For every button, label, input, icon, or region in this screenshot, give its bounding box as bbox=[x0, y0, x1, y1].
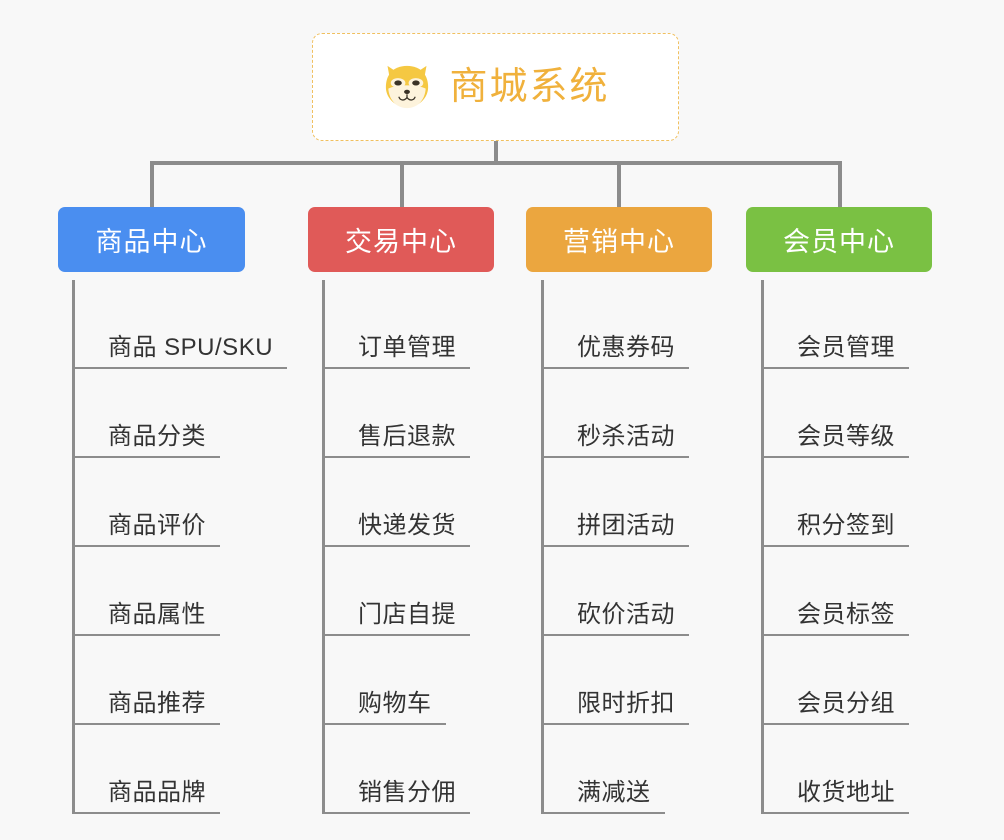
leaf-label: 满减送 bbox=[577, 778, 651, 806]
leaf-label: 拼团活动 bbox=[577, 511, 675, 539]
connector-drop-2 bbox=[400, 161, 404, 207]
leaf-label: 会员管理 bbox=[797, 333, 895, 361]
connector-drop-4 bbox=[838, 161, 842, 207]
leaf-item[interactable]: 优惠券码 bbox=[541, 280, 689, 369]
leaf-item[interactable]: 拼团活动 bbox=[541, 458, 689, 547]
leaf-item[interactable]: 商品评价 bbox=[72, 458, 220, 547]
leaf-label: 收货地址 bbox=[797, 778, 895, 806]
leaf-item[interactable]: 商品 SPU/SKU bbox=[72, 280, 288, 369]
leaf-item[interactable]: 收货地址 bbox=[761, 725, 909, 814]
leaf-rail-3 bbox=[541, 280, 544, 814]
leaf-item[interactable]: 限时折扣 bbox=[541, 636, 689, 725]
leaf-label: 销售分佣 bbox=[358, 778, 456, 806]
leaf-item[interactable]: 满减送 bbox=[541, 725, 665, 814]
leaf-label: 优惠券码 bbox=[577, 333, 675, 361]
leaf-rail-2 bbox=[322, 280, 325, 814]
leaf-item[interactable]: 会员等级 bbox=[761, 369, 909, 458]
connector-drop-1 bbox=[150, 161, 154, 207]
leaf-item[interactable]: 秒杀活动 bbox=[541, 369, 689, 458]
leaf-label: 售后退款 bbox=[358, 422, 456, 450]
leaf-item[interactable]: 订单管理 bbox=[322, 280, 470, 369]
leaf-label: 砍价活动 bbox=[577, 600, 675, 628]
leaf-label: 订单管理 bbox=[358, 333, 456, 361]
leaf-label: 秒杀活动 bbox=[577, 422, 675, 450]
category-box-2[interactable]: 交易中心 bbox=[308, 207, 494, 272]
category-label-1: 商品中心 bbox=[95, 227, 208, 257]
root-title: 商城系统 bbox=[449, 66, 610, 108]
connector-horizontal-bus bbox=[150, 161, 842, 165]
category-box-3[interactable]: 营销中心 bbox=[526, 207, 712, 272]
leaf-item[interactable]: 商品分类 bbox=[72, 369, 220, 458]
leaf-item[interactable]: 商品品牌 bbox=[72, 725, 220, 814]
connector-root-stem bbox=[494, 141, 498, 164]
connector-drop-3 bbox=[617, 161, 621, 207]
leaf-label: 会员等级 bbox=[797, 422, 895, 450]
category-box-1[interactable]: 商品中心 bbox=[58, 207, 245, 272]
leaf-item[interactable]: 会员分组 bbox=[761, 636, 909, 725]
leaf-item[interactable]: 商品推荐 bbox=[72, 636, 220, 725]
leaf-label: 积分签到 bbox=[797, 511, 895, 539]
leaf-item[interactable]: 会员标签 bbox=[761, 547, 909, 636]
leaf-item[interactable]: 销售分佣 bbox=[322, 725, 470, 814]
leaf-item[interactable]: 售后退款 bbox=[322, 369, 470, 458]
leaf-label: 会员分组 bbox=[797, 689, 895, 717]
leaf-rail-1 bbox=[72, 280, 75, 814]
leaf-label: 会员标签 bbox=[797, 600, 895, 628]
leaf-label: 商品品牌 bbox=[108, 778, 206, 806]
shiba-dog-icon bbox=[386, 65, 429, 109]
leaf-label: 商品 SPU/SKU bbox=[108, 333, 274, 361]
leaf-item[interactable]: 购物车 bbox=[322, 636, 446, 725]
leaf-label: 商品分类 bbox=[108, 422, 206, 450]
leaf-item[interactable]: 门店自提 bbox=[322, 547, 470, 636]
leaf-rail-4 bbox=[761, 280, 764, 814]
leaf-item[interactable]: 快递发货 bbox=[322, 458, 470, 547]
leaf-item[interactable]: 积分签到 bbox=[761, 458, 909, 547]
category-box-4[interactable]: 会员中心 bbox=[746, 207, 932, 272]
leaf-item[interactable]: 会员管理 bbox=[761, 280, 909, 369]
leaf-label: 商品属性 bbox=[108, 600, 206, 628]
category-label-3: 营销中心 bbox=[563, 227, 675, 257]
leaf-label: 快递发货 bbox=[358, 511, 456, 539]
leaf-item[interactable]: 商品属性 bbox=[72, 547, 220, 636]
root-node-shop-system[interactable]: 商城系统 bbox=[312, 33, 679, 141]
leaf-label: 购物车 bbox=[358, 689, 432, 717]
leaf-label: 限时折扣 bbox=[577, 689, 675, 717]
leaf-item[interactable]: 砍价活动 bbox=[541, 547, 689, 636]
category-label-4: 会员中心 bbox=[783, 227, 895, 257]
leaf-label: 商品推荐 bbox=[108, 689, 206, 717]
leaf-label: 门店自提 bbox=[358, 600, 456, 628]
leaf-label: 商品评价 bbox=[108, 511, 206, 539]
category-label-2: 交易中心 bbox=[345, 227, 457, 257]
